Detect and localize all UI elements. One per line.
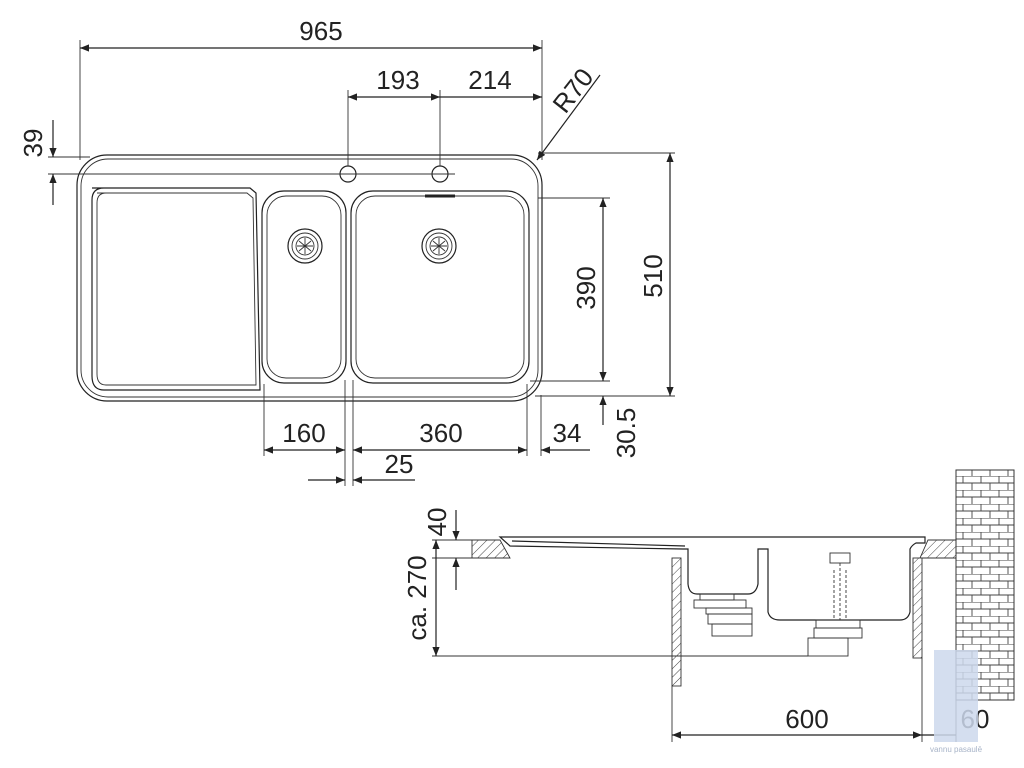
- side-dimension-lines: [432, 510, 956, 739]
- dim-rim-depth: 39: [18, 129, 48, 158]
- sink-profile: [498, 536, 926, 621]
- dim-tap-hole-spacing: 193: [376, 65, 419, 95]
- dim-cabinet-width: 600: [785, 704, 828, 734]
- drain-strainer-icon: [421, 228, 457, 264]
- dim-bowl-depth: 390: [571, 266, 601, 309]
- dim-edge-offset: 34: [553, 418, 582, 448]
- dim-small-bowl-width: 160: [282, 418, 325, 448]
- cabinet-side-left: [671, 557, 682, 687]
- dim-corner-radius: R70: [546, 62, 599, 118]
- dim-large-bowl-width: 360: [419, 418, 462, 448]
- cabinet-side-right: [912, 557, 923, 659]
- large-bowl-waste-icon: [807, 552, 863, 657]
- dim-install-depth: ca. 270: [402, 555, 432, 640]
- dim-overall-width: 965: [299, 16, 342, 46]
- small-bowl: [261, 190, 347, 384]
- dim-tap-to-edge: 214: [468, 65, 511, 95]
- drainer-board: [91, 187, 261, 391]
- side-extension-lines: [432, 539, 957, 742]
- sink-rim-inner: [80, 158, 539, 398]
- sink-outline: [76, 154, 543, 402]
- countertop-left: [471, 539, 511, 559]
- dim-bottom-offset: 30.5: [611, 408, 641, 459]
- watermark-logo: vannu pasaulē: [930, 650, 983, 754]
- svg-text:vannu pasaulē: vannu pasaulē: [930, 745, 983, 754]
- drain-strainer-icon: [287, 228, 323, 264]
- dim-bowl-gap: 25: [385, 449, 414, 479]
- dim-rim-height: 40: [422, 508, 452, 537]
- dimension-lines: [49, 44, 674, 484]
- large-bowl: [350, 190, 530, 384]
- top-view: 965 193 214 R70 39 510 390 160 360 25 34…: [18, 16, 675, 486]
- side-view: 40 ca. 270 600 60: [402, 469, 1015, 742]
- small-bowl-waste-icon: [693, 593, 753, 637]
- dim-overall-depth: 510: [638, 254, 668, 297]
